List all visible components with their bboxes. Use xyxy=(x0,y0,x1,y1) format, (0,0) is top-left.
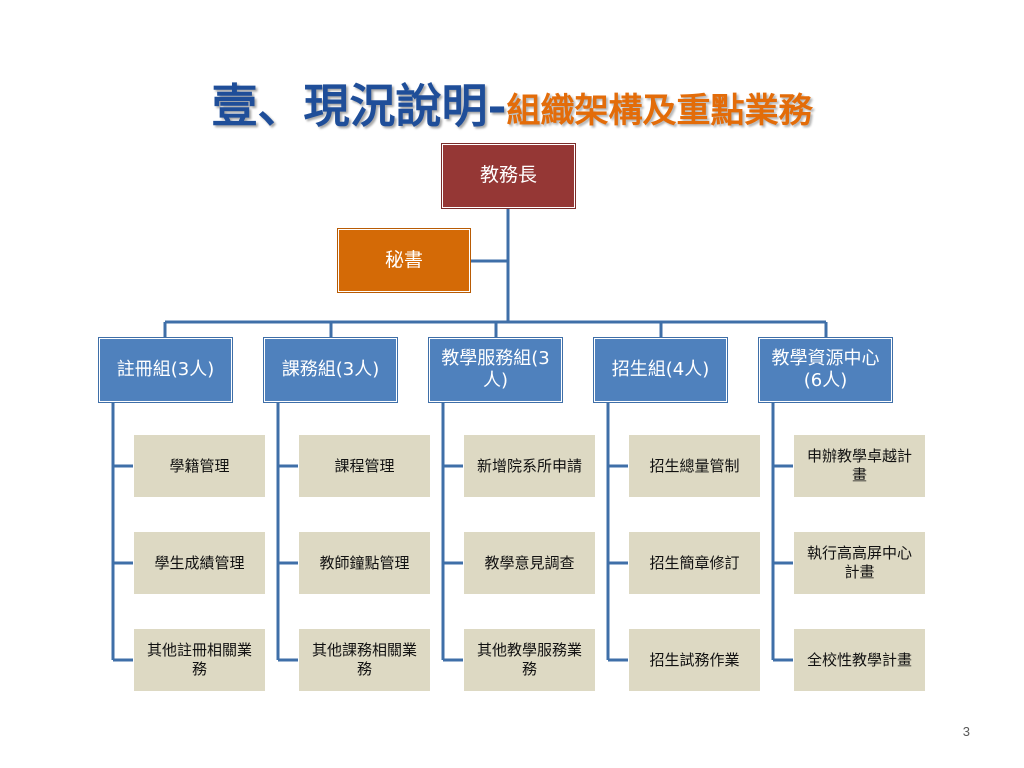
task-label: 執行高高屏中心計畫 xyxy=(806,544,912,581)
task-label: 其他課務相關業務 xyxy=(311,641,417,678)
task-label: 課程管理 xyxy=(334,456,395,475)
group-box-teaching-service: 教學服務組(3人) xyxy=(429,338,562,402)
group-label: 教學資源中心(6人) xyxy=(771,347,880,392)
group-box-teaching-resource-center: 教學資源中心(6人) xyxy=(759,338,892,402)
task-box: 全校性教學計畫 xyxy=(793,628,926,692)
dean-box: 教務長 xyxy=(442,144,575,208)
task-box: 招生簡章修訂 xyxy=(628,531,761,595)
task-label: 教師鐘點管理 xyxy=(319,553,410,572)
task-box: 學生成績管理 xyxy=(133,531,266,595)
task-label: 招生試務作業 xyxy=(649,650,740,669)
task-label: 教學意見調查 xyxy=(484,553,575,572)
task-box: 執行高高屏中心計畫 xyxy=(793,531,926,595)
task-box: 其他教學服務業務 xyxy=(463,628,596,692)
task-label: 申辦教學卓越計畫 xyxy=(806,447,912,484)
group-label: 註冊組(3人) xyxy=(116,358,215,380)
group-label: 招生組(4人) xyxy=(611,358,710,380)
task-box: 學籍管理 xyxy=(133,434,266,498)
task-label: 學生成績管理 xyxy=(154,553,245,572)
group-box-curriculum: 課務組(3人) xyxy=(264,338,397,402)
task-box: 課程管理 xyxy=(298,434,431,498)
dean-label: 教務長 xyxy=(479,164,537,187)
secretary-label: 秘書 xyxy=(384,248,423,271)
task-label: 學籍管理 xyxy=(169,456,230,475)
group-label: 教學服務組(3人) xyxy=(441,347,550,392)
task-label: 其他註冊相關業務 xyxy=(146,641,252,678)
secretary-box: 秘書 xyxy=(338,229,470,292)
task-label: 新增院系所申請 xyxy=(476,456,582,475)
task-box: 其他註冊相關業務 xyxy=(133,628,266,692)
group-label: 課務組(3人) xyxy=(281,358,380,380)
task-box: 教師鐘點管理 xyxy=(298,531,431,595)
task-box: 招生總量管制 xyxy=(628,434,761,498)
page-number: 3 xyxy=(962,724,970,739)
title-sub: 組織架構及重點業務 xyxy=(506,91,813,131)
group-box-registration: 註冊組(3人) xyxy=(99,338,232,402)
task-box: 新增院系所申請 xyxy=(463,434,596,498)
task-label: 全校性教學計畫 xyxy=(806,650,912,669)
task-box: 招生試務作業 xyxy=(628,628,761,692)
title-main: 壹、現況說明- xyxy=(211,79,507,133)
task-box: 其他課務相關業務 xyxy=(298,628,431,692)
task-label: 招生總量管制 xyxy=(649,456,740,475)
task-label: 招生簡章修訂 xyxy=(649,553,740,572)
group-box-admissions: 招生組(4人) xyxy=(594,338,727,402)
task-box: 教學意見調查 xyxy=(463,531,596,595)
task-box: 申辦教學卓越計畫 xyxy=(793,434,926,498)
task-label: 其他教學服務業務 xyxy=(476,641,582,678)
slide-title: 壹、現況說明-組織架構及重點業務 xyxy=(0,70,1024,136)
